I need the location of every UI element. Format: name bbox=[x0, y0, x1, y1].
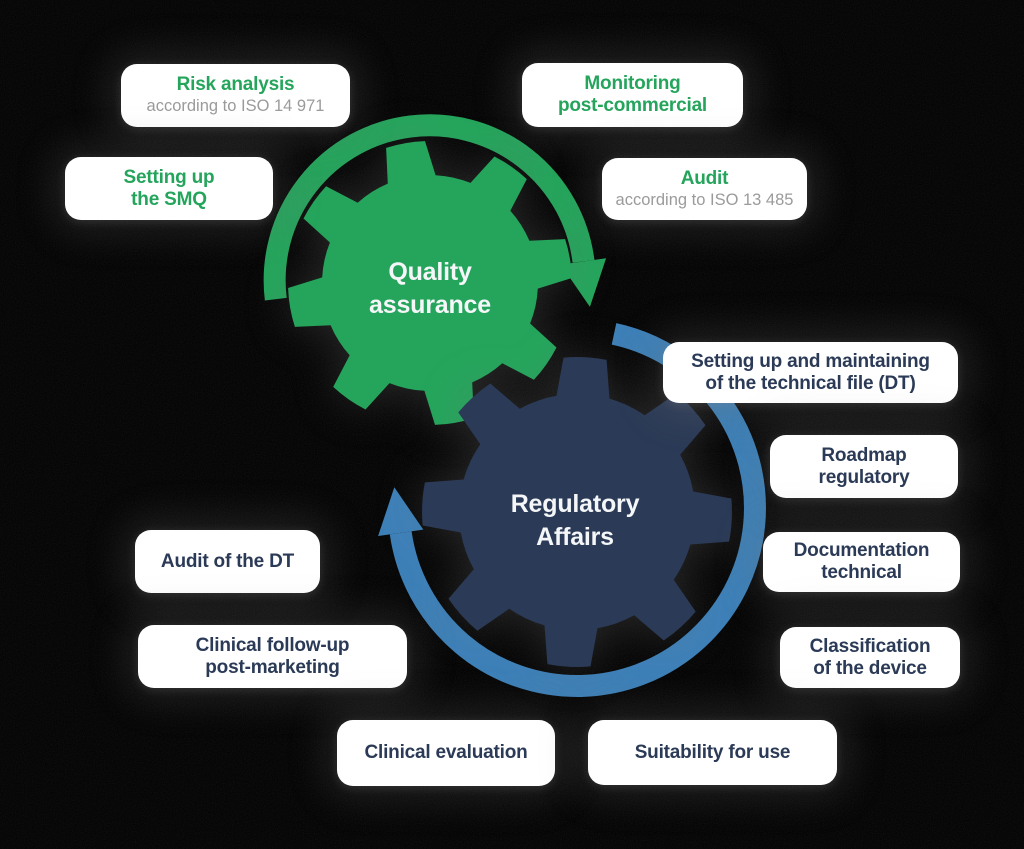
gear-label-line: assurance bbox=[369, 291, 491, 319]
label-setting-up-technical-file: Setting up and maintaining of the techni… bbox=[663, 342, 958, 403]
label-title: post-commercial bbox=[557, 95, 708, 116]
label-title: technical bbox=[821, 562, 902, 583]
label-title: Clinical evaluation bbox=[364, 742, 528, 763]
gear-label-quality-assurance: Quality assurance bbox=[310, 256, 550, 322]
label-title: of the device bbox=[813, 657, 927, 679]
label-roadmap-regulatory: Roadmap regulatory bbox=[770, 435, 958, 498]
regulatory-cycle-arrowhead-icon bbox=[378, 487, 424, 536]
label-risk-analysis: Risk analysis according to ISO 14 971 bbox=[121, 64, 350, 127]
label-title: Clinical follow-up bbox=[195, 634, 350, 656]
label-title: Audit bbox=[680, 167, 729, 189]
gear-label-line: Affairs bbox=[536, 523, 614, 551]
label-title: Documentation bbox=[793, 540, 930, 561]
gear-regulatory-affairs bbox=[422, 357, 732, 667]
label-title: Suitability for use bbox=[634, 741, 791, 763]
label-audit-of-dt: Audit of the DT bbox=[135, 530, 320, 593]
label-subtitle: according to ISO 13 485 bbox=[615, 190, 794, 209]
label-title: Classification bbox=[809, 635, 931, 657]
label-monitoring-post-commercial: Monitoring post-commercial bbox=[522, 63, 743, 127]
label-suitability-for-use: Suitability for use bbox=[588, 720, 837, 785]
label-title: of the technical file (DT) bbox=[705, 372, 916, 394]
label-documentation-technical: Documentation technical bbox=[763, 532, 960, 592]
label-title: Risk analysis bbox=[176, 74, 295, 95]
label-setting-up-smq: Setting up the SMQ bbox=[65, 157, 273, 220]
label-clinical-evaluation: Clinical evaluation bbox=[337, 720, 555, 786]
label-title: regulatory bbox=[818, 466, 910, 488]
gear-label-line: Regulatory bbox=[510, 490, 640, 518]
label-subtitle: according to ISO 14 971 bbox=[146, 97, 325, 115]
label-title: Setting up and maintaining bbox=[691, 350, 930, 372]
label-clinical-followup: Clinical follow-up post-marketing bbox=[138, 625, 407, 688]
label-audit-iso: Audit according to ISO 13 485 bbox=[602, 158, 807, 220]
label-title: post-marketing bbox=[205, 656, 340, 678]
label-title: Audit of the DT bbox=[160, 550, 295, 572]
gear-label-line: Quality bbox=[388, 258, 472, 286]
gear-quality-assurance bbox=[288, 141, 572, 425]
quality-cycle-arrowhead-icon bbox=[560, 258, 607, 307]
label-title: the SMQ bbox=[131, 188, 207, 210]
label-title: Monitoring bbox=[584, 73, 681, 94]
label-title: Setting up bbox=[123, 166, 215, 188]
label-classification-device: Classification of the device bbox=[780, 627, 960, 688]
gear-label-regulatory-affairs: Regulatory Affairs bbox=[455, 488, 695, 554]
label-title: Roadmap bbox=[821, 444, 907, 466]
quality-cycle-arrow-arc bbox=[263, 114, 595, 301]
